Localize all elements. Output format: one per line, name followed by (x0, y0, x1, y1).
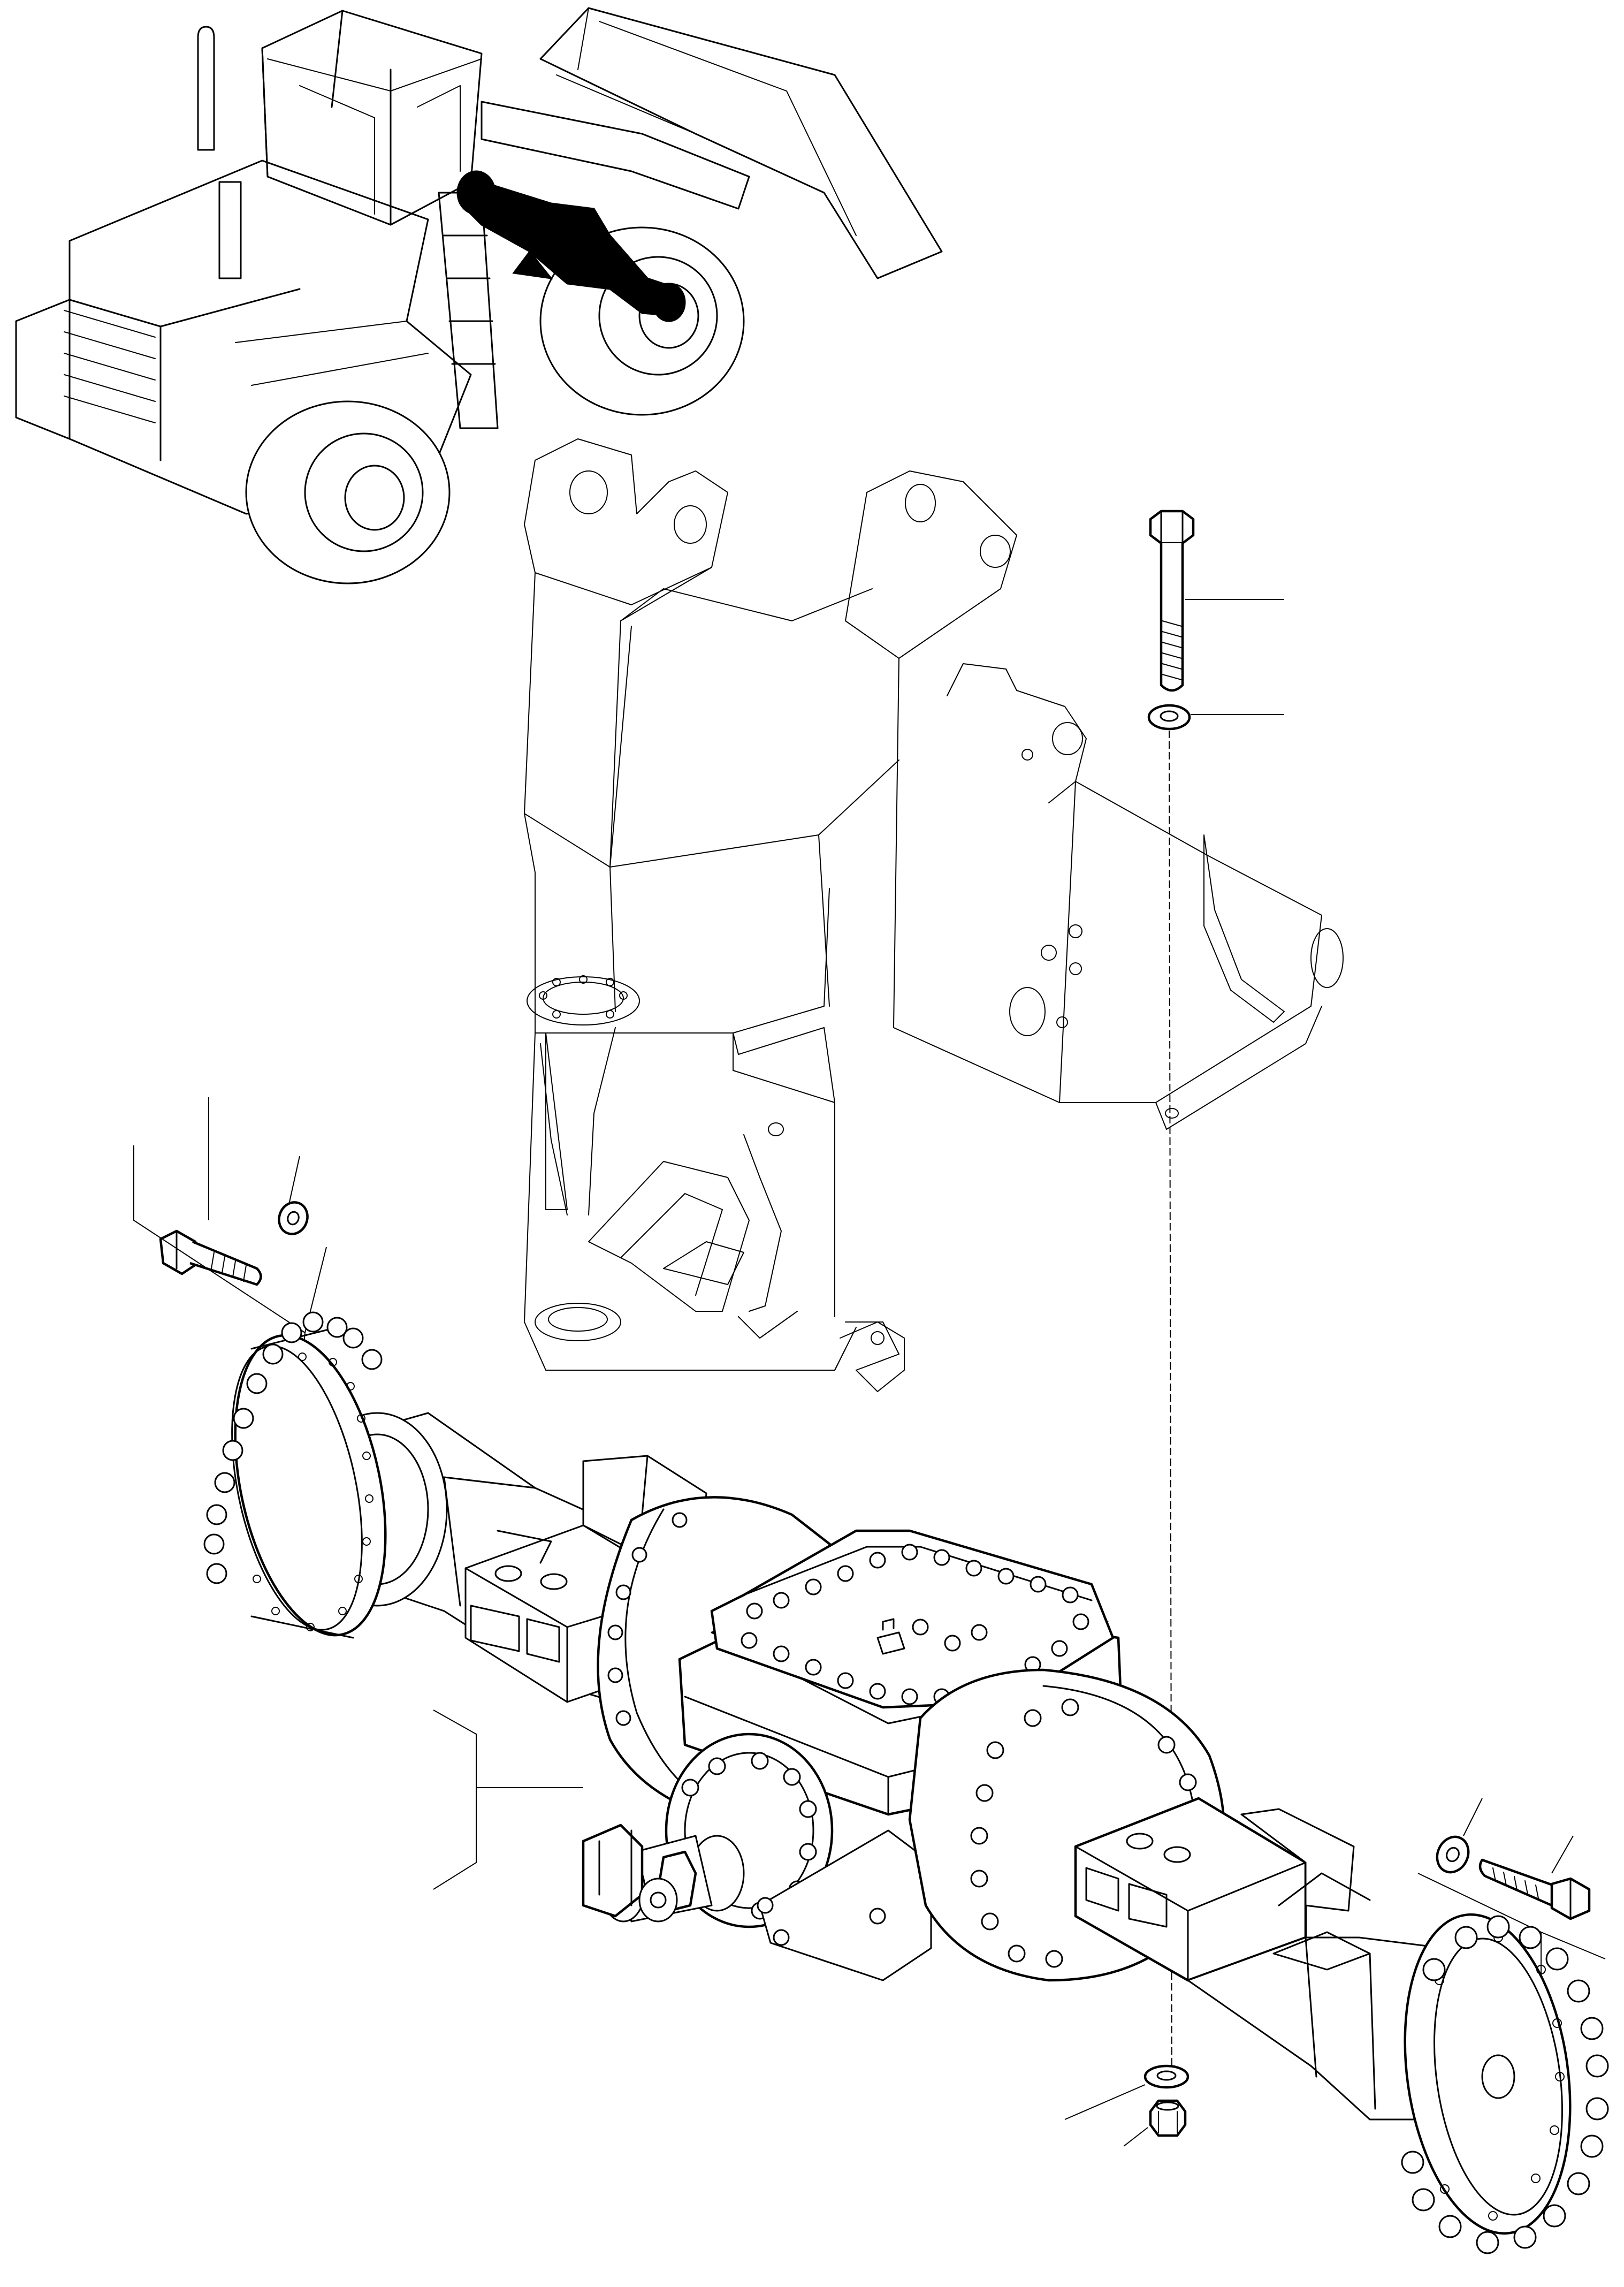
frame-pin-hole (1009, 987, 1046, 1036)
washer-top-right (1147, 704, 1191, 731)
frame-left-tower (524, 438, 728, 605)
frame-pin-hole (674, 505, 707, 544)
right-axle-mount-block (1074, 1797, 1371, 1982)
callout-leader-axle-assembly (433, 1709, 583, 1890)
loader-ladder (438, 192, 499, 429)
right-hub-flange (1404, 1913, 1572, 2235)
callout-leader-bottom-right-hardware (1417, 1798, 1606, 1991)
left-wheel-studs (203, 1311, 383, 1584)
frame-pin-hole (1052, 722, 1083, 755)
front-axle-assembly (203, 1311, 1609, 2254)
loader-air-stack (218, 181, 242, 279)
washer-bottom (1143, 2064, 1190, 2089)
callout-leader-left-hardware (133, 1097, 327, 1387)
loader-exhaust-stack (197, 26, 215, 151)
wheel-loader-locator-illustration (15, 7, 943, 584)
washer-bottom-right (1436, 1835, 1470, 1874)
frame-mount-boss (1069, 962, 1082, 975)
callout-leader-washer-bottom (1064, 2084, 1146, 2120)
mounting-bolt-top-right (1149, 510, 1195, 692)
frame-right-tower (845, 470, 1017, 659)
washer-left (278, 1201, 309, 1235)
front-frame (524, 438, 1344, 1392)
mounting-bolt-bottom-right (1478, 1858, 1591, 1920)
drive-yoke (582, 1823, 697, 1923)
left-hub-flange (231, 1326, 387, 1639)
frame-pin-hole (980, 535, 1011, 568)
callout-leader-nut-bottom (1123, 2127, 1148, 2147)
frame-pin-hole (905, 484, 936, 522)
loader-rear-wheel (245, 400, 451, 584)
frame-side-plate (1059, 781, 1322, 1103)
carrier-lower-housing (757, 1829, 932, 1981)
right-wheel-studs (1401, 1915, 1609, 2254)
frame-mount-boss (1041, 945, 1057, 961)
mounting-bolt-left (159, 1229, 262, 1286)
loader-body (15, 159, 472, 515)
loader-lift-arm (481, 101, 750, 210)
right-axle-tube (1187, 1931, 1457, 2121)
frame-axle-saddle (527, 975, 640, 1215)
frame-mount-boss (1056, 1016, 1068, 1028)
highlighted-front-axle (456, 170, 686, 322)
loader-bucket (539, 7, 943, 279)
frame-mount-boss (1069, 924, 1082, 938)
frame-pin-hole (569, 470, 608, 514)
nut-bottom (1149, 2099, 1187, 2137)
